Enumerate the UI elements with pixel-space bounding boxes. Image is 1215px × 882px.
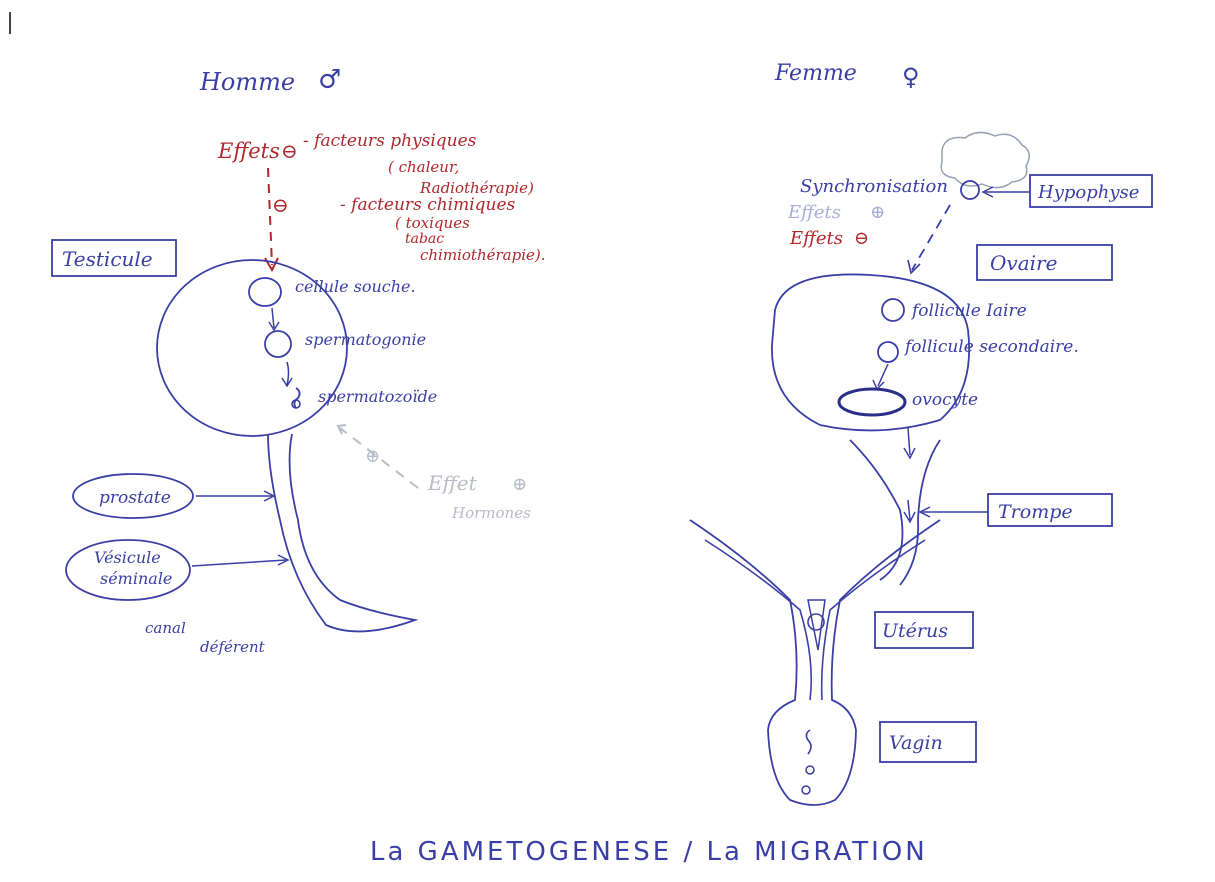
chemical-factors-line2: ( toxiques <box>395 214 470 232</box>
uterus-label: Utérus <box>882 620 948 642</box>
female-symbol: ♀ <box>902 63 920 91</box>
hormones-label: Hormones <box>451 504 531 522</box>
male-arrow-2 <box>282 362 292 386</box>
sync-label: Synchronisation <box>800 176 948 197</box>
prostate-label: prostate <box>99 488 171 508</box>
hypophyse-label: Hypophyse <box>1037 182 1139 203</box>
oocyte <box>839 389 905 415</box>
primary-follicle-label: follicule Iaire <box>910 301 1027 321</box>
female-heading: Femme <box>774 61 857 86</box>
seminal-vesicle-label-1: Vésicule <box>94 548 161 567</box>
physical-factors-line1: - facteurs physiques <box>303 131 477 151</box>
secondary-follicle-label: follicule secondaire. <box>903 337 1079 357</box>
hormone-effect-label: Effet <box>427 471 478 495</box>
spermatozoon-label: spermatozoïde <box>318 387 437 406</box>
chemical-factors-line4: chimiothérapie). <box>420 246 546 264</box>
ovaire-label: Ovaire <box>990 251 1057 275</box>
secondary-follicle <box>878 342 898 362</box>
female-effects-minus: ⊖ <box>854 228 869 249</box>
seminal-vesicle-label-2: séminale <box>100 569 172 588</box>
female-effects-plus: ⊕ <box>870 202 885 223</box>
stem-cell-label: cellule souche. <box>295 277 416 296</box>
spermatozoon-cell <box>294 388 299 408</box>
hormone-dashed-arrow <box>912 205 950 270</box>
hormone-effect-plus-1: ⊕ <box>365 446 380 467</box>
physical-factors-line2: ( chaleur, <box>388 158 459 176</box>
oocyte-label: ovocyte <box>912 390 978 410</box>
female-arrow-2 <box>904 428 915 458</box>
vas-deferens <box>268 434 415 631</box>
male-arrow-1 <box>272 308 274 328</box>
female-effects-minus-label: Effets <box>789 228 843 249</box>
seminal-vesicle-arrow <box>192 560 286 566</box>
male-effects-minus-1: ⊖ <box>281 139 298 163</box>
spermatogonia-label: spermatogonie <box>305 330 426 349</box>
primary-follicle <box>882 299 904 321</box>
testicule-label: Testicule <box>62 247 153 271</box>
male-effects-label: Effets <box>217 139 280 163</box>
duct-label-2: déférent <box>200 638 266 656</box>
stem-cell <box>249 278 281 306</box>
diagram-title: La GAMETOGENESE / La MIGRATION <box>370 837 928 867</box>
vagina-sperm-3 <box>802 786 810 794</box>
chemical-factors-line1: - facteurs chimiques <box>340 195 516 215</box>
male-symbol: ♂ <box>318 65 341 95</box>
female-effects-plus-label: Effets <box>787 202 841 223</box>
pituitary-node <box>961 181 979 199</box>
brain-cloud <box>941 132 1029 187</box>
uterine-cavity <box>808 600 825 650</box>
male-effects-minus-2: ⊖ <box>272 193 289 217</box>
vagina-sperm-2 <box>806 766 814 774</box>
hormone-effect-plus-2: ⊕ <box>512 474 527 495</box>
vagina-sperm-1 <box>806 730 811 754</box>
chemical-factors-line3: tabac <box>405 231 444 247</box>
male-heading: Homme <box>199 68 295 96</box>
duct-label-1: canal <box>145 619 186 637</box>
female-arrow-3 <box>904 500 915 522</box>
trompe-label: Trompe <box>998 501 1073 523</box>
vagin-label: Vagin <box>889 732 943 754</box>
spermatogonia-cell <box>265 331 291 357</box>
